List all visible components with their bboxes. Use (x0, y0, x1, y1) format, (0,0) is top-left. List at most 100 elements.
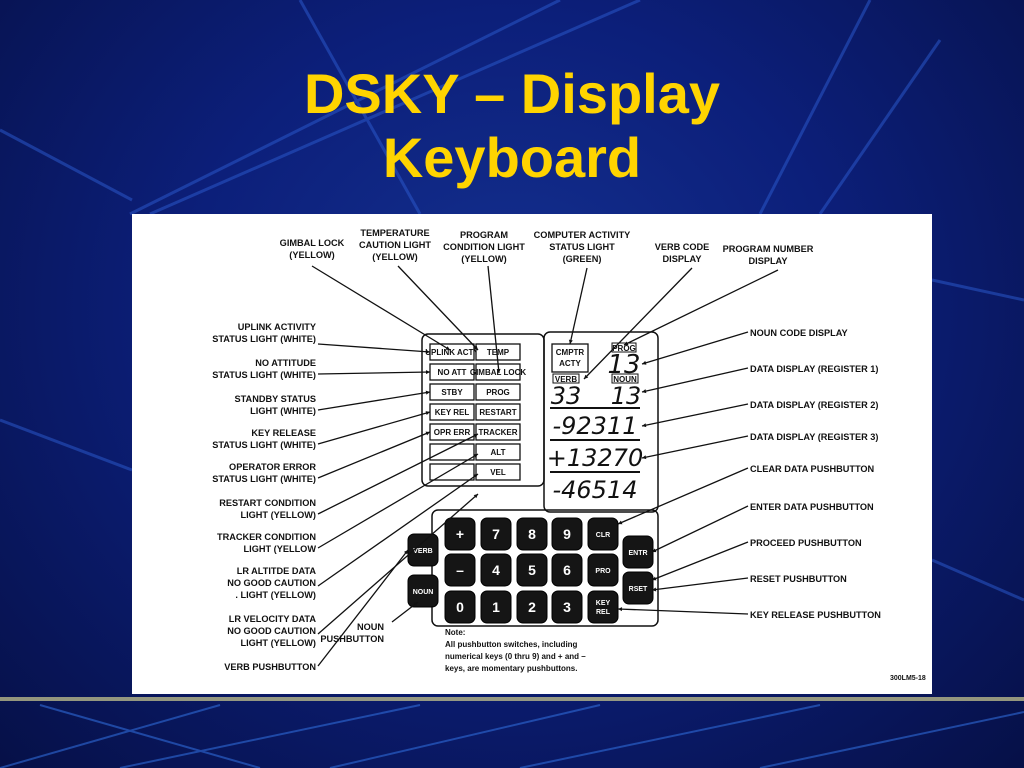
top-label-2: CONDITION LIGHT (443, 242, 525, 252)
leader-arrowhead (413, 602, 418, 607)
key-4[interactable]: 4 (480, 553, 512, 587)
light-label: RESTART (479, 408, 516, 417)
light-label: OPR ERR (434, 428, 471, 437)
leader-arrowhead (425, 390, 430, 395)
leader-line (317, 453, 479, 549)
left-label-9: VERB PUSHBUTTON (224, 662, 316, 672)
leader-line (569, 267, 588, 345)
key-verb[interactable]: VERB (407, 533, 439, 567)
leader-arrowhead (425, 370, 430, 375)
note-line-1: All pushbutton switches, including (445, 640, 578, 649)
leader-line (317, 493, 479, 635)
leader-arrowhead (445, 346, 450, 350)
top-label-5: PROGRAM NUMBER (723, 244, 814, 254)
key-0[interactable]: 0 (444, 590, 476, 624)
key-pro[interactable]: PRO (587, 553, 619, 587)
right-label-4: CLEAR DATA PUSHBUTTON (750, 464, 875, 474)
top-label-3: COMPUTER ACTIVITY (534, 230, 631, 240)
key-1-face (480, 590, 512, 624)
top-label-1: (YELLOW) (372, 252, 417, 262)
key-plus-label: + (456, 526, 464, 542)
light-tracker (475, 423, 521, 441)
key-clr[interactable]: CLR (587, 517, 619, 551)
key-rset-face (622, 571, 654, 605)
leader-line (317, 371, 431, 375)
light-label: GIMBAL LOCK (470, 368, 527, 377)
display-panel (543, 331, 659, 513)
leader-line (397, 265, 479, 351)
key-5-face (516, 553, 548, 587)
note-title: Note: (445, 628, 465, 637)
title-line-1: DSKY – Display (303, 62, 721, 125)
title-line-2: Keyboard (382, 126, 642, 189)
comp-acty-label: CMPTR (556, 348, 585, 357)
key-7[interactable]: 7 (480, 517, 512, 551)
right-label-8: KEY RELEASE PUSHBUTTON (750, 610, 881, 620)
key-plus[interactable]: + (444, 517, 476, 551)
top-label-1: CAUTION LIGHT (359, 240, 431, 250)
light-blank-5 (429, 443, 475, 461)
left-label-5: LIGHT (YELLOW) (240, 510, 316, 520)
left-label-8: LR VELOCITY DATA (229, 614, 317, 624)
leader-arrowhead (425, 431, 430, 436)
leader-arrowhead (425, 411, 430, 416)
top-label-3: (GREEN) (563, 254, 602, 264)
key-8-label: 8 (528, 526, 536, 542)
key-5[interactable]: 5 (516, 553, 548, 587)
top-label-3: STATUS LIGHT (549, 242, 615, 252)
register-3-value: -46514 (552, 476, 637, 504)
key-clr-label: CLR (596, 532, 610, 539)
key-minus[interactable]: – (444, 553, 476, 587)
leader-line (317, 343, 431, 353)
key-8[interactable]: 8 (516, 517, 548, 551)
light-alt (475, 443, 521, 461)
key-entr[interactable]: ENTR (622, 535, 654, 569)
leader-line (641, 367, 749, 393)
light-label: VEL (490, 468, 506, 477)
left-label-6: LIGHT (YELLOW (244, 544, 317, 554)
dsky-panel (421, 331, 659, 627)
key-noun[interactable]: NOUN (407, 574, 439, 608)
light-restart (475, 403, 521, 421)
key-key-rel-face (587, 590, 619, 624)
key-plus-face (444, 517, 476, 551)
key-minus-label: – (456, 562, 464, 578)
light-label: KEY REL (435, 408, 470, 417)
left-label-10: NOUN (357, 622, 384, 632)
left-label-6: TRACKER CONDITION (217, 532, 316, 542)
keyboard-panel (431, 509, 659, 627)
key-key-rel-label: REL (596, 609, 611, 616)
light-label: ALT (491, 448, 506, 457)
leader-arrowhead (473, 434, 478, 438)
key-9[interactable]: 9 (551, 517, 583, 551)
leader-line (617, 608, 749, 615)
key-6[interactable]: 6 (551, 553, 583, 587)
top-label-2: PROGRAM (460, 230, 508, 240)
key-2[interactable]: 2 (516, 590, 548, 624)
key-3-face (551, 590, 583, 624)
leader-line (317, 391, 431, 411)
leader-line (651, 541, 749, 581)
key-3-label: 3 (563, 599, 571, 615)
leader-arrowhead (642, 360, 647, 365)
key-0-face (444, 590, 476, 624)
leader-arrowhead (425, 349, 430, 354)
top-label-0: (YELLOW) (289, 250, 334, 260)
verb-value: 33 (551, 382, 582, 410)
light-label: NO ATT (438, 368, 467, 377)
leader-line (317, 431, 431, 479)
noun-label: NOUN (613, 375, 637, 384)
key-3[interactable]: 3 (551, 590, 583, 624)
leader-line (641, 331, 749, 365)
key-1[interactable]: 1 (480, 590, 512, 624)
left-label-8: NO GOOD CAUTION (227, 626, 316, 636)
left-label-7: NO GOOD CAUTION (227, 578, 316, 588)
light-label: PROG (486, 388, 510, 397)
key-rset[interactable]: RSET (622, 571, 654, 605)
leader-line (317, 473, 479, 587)
verb-label: VERB (555, 375, 577, 384)
